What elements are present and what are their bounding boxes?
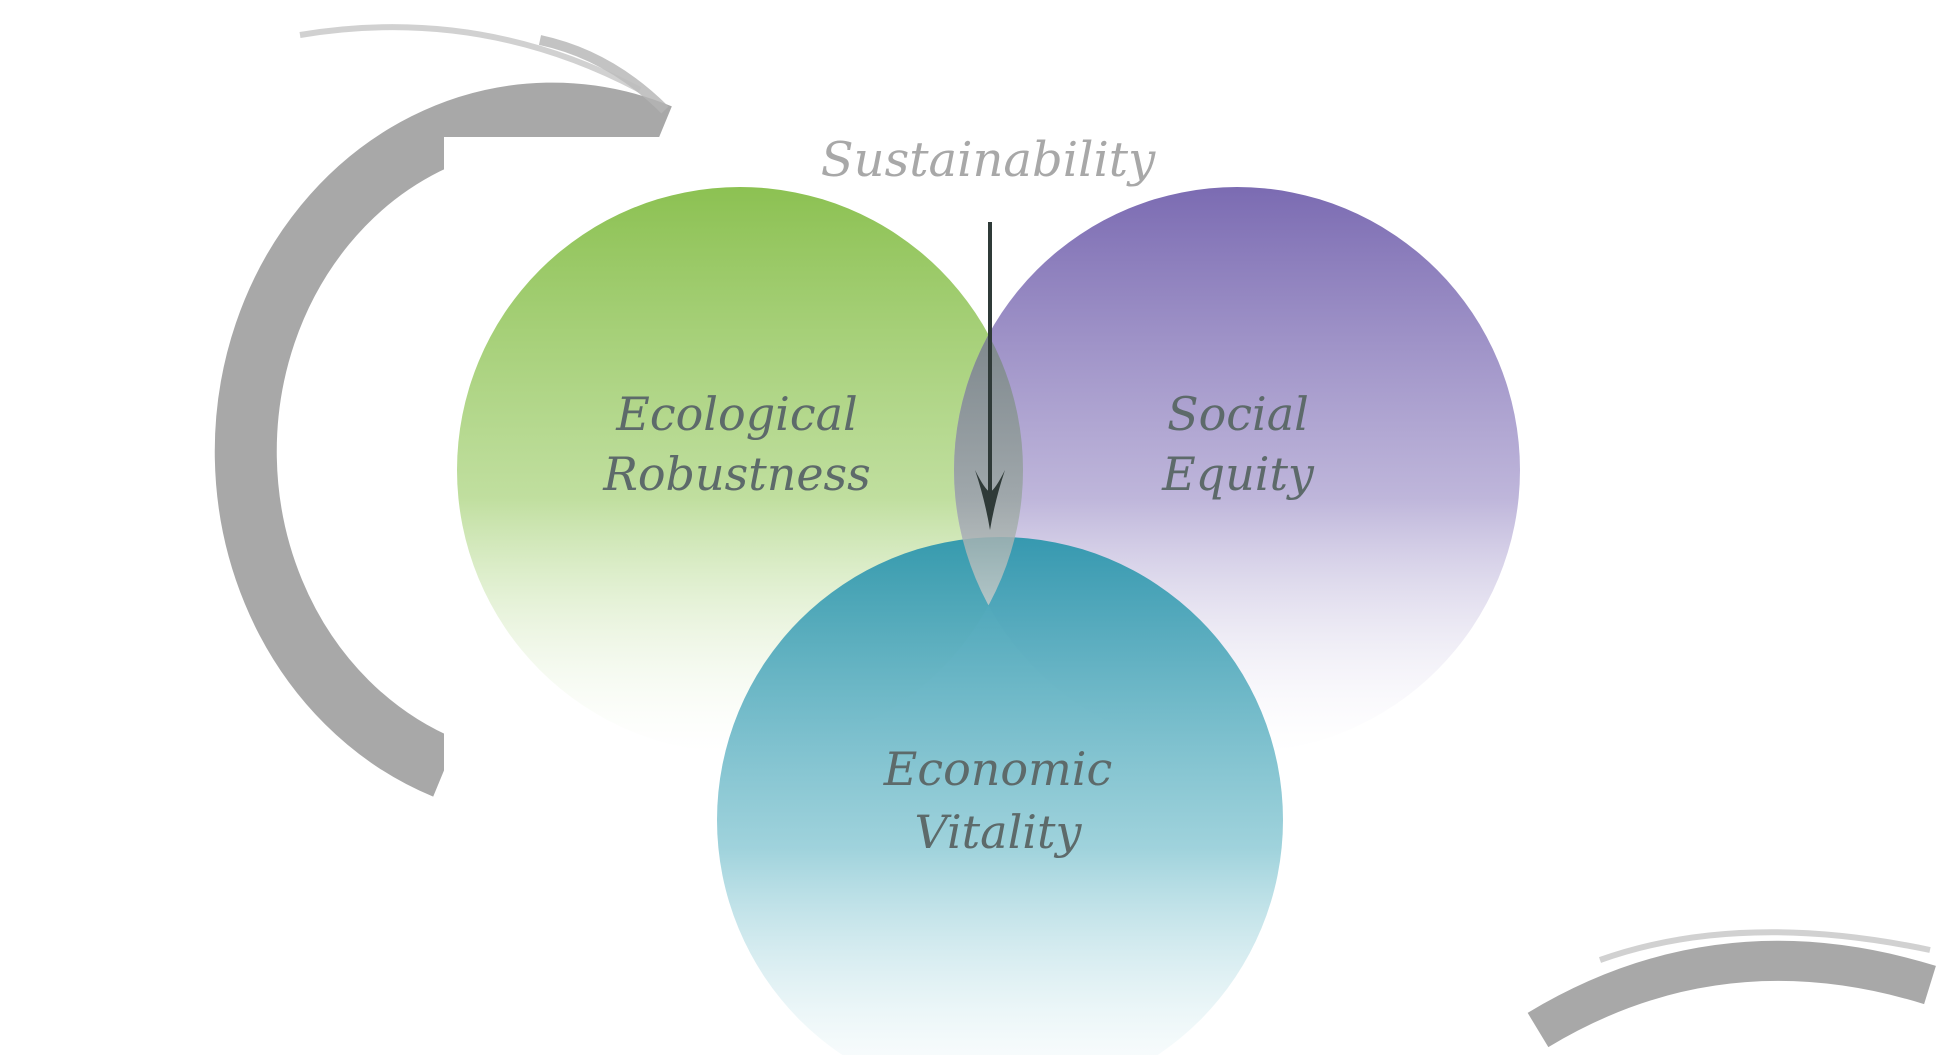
ecological-label-line2: Robustness	[602, 447, 871, 501]
sustainability-label: Sustainability	[821, 132, 1156, 188]
social-label-line1: Social	[1167, 387, 1309, 441]
brush-circle-top-left	[214, 24, 672, 797]
social-label-line2: Equity	[1161, 447, 1315, 501]
ecological-label-line1: Ecological	[615, 387, 858, 441]
economic-circle	[717, 537, 1283, 1055]
brush-arc-bottom-right	[1527, 929, 1936, 1048]
sustainability-arrow	[975, 222, 1005, 530]
economic-label-line1: Economic	[883, 742, 1112, 796]
economic-label-line2: Vitality	[915, 805, 1083, 859]
